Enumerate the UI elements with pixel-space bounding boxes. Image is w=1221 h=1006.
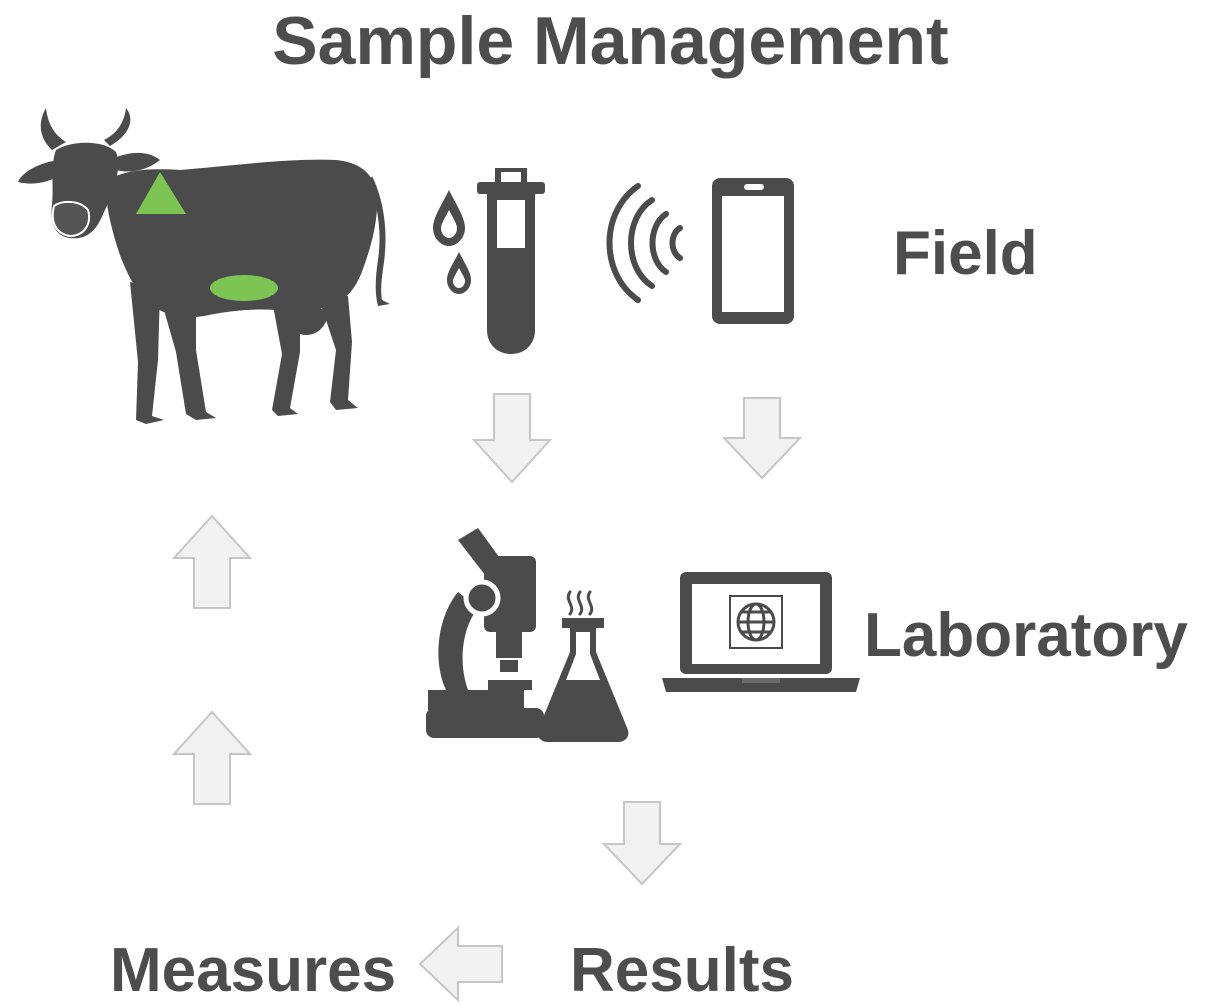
smartphone-icon [606,178,794,324]
page-title: Sample Management [272,3,949,79]
laptop-icon [662,572,860,692]
arrow-down-phone [721,397,803,480]
wireless-signal-icon [606,183,683,303]
arrow-left-measures [418,925,503,1003]
measures-label: Measures [110,936,397,1005]
body-mark [210,275,278,301]
arrow-up-lower [171,710,253,805]
test-tube-icon [433,168,545,354]
ear-tag-icon [136,172,186,214]
arrow-up-upper [171,514,253,609]
cow-icon [18,108,390,424]
microscope-icon [426,528,629,742]
field-label: Field [893,219,1038,288]
arrow-down-results [601,801,683,886]
arrow-down-tube [471,393,553,484]
globe-icon [729,595,783,649]
results-label: Results [570,936,794,1005]
laboratory-label: Laboratory [864,601,1188,670]
flask-icon [537,590,629,742]
blood-drops-icon [433,190,471,294]
